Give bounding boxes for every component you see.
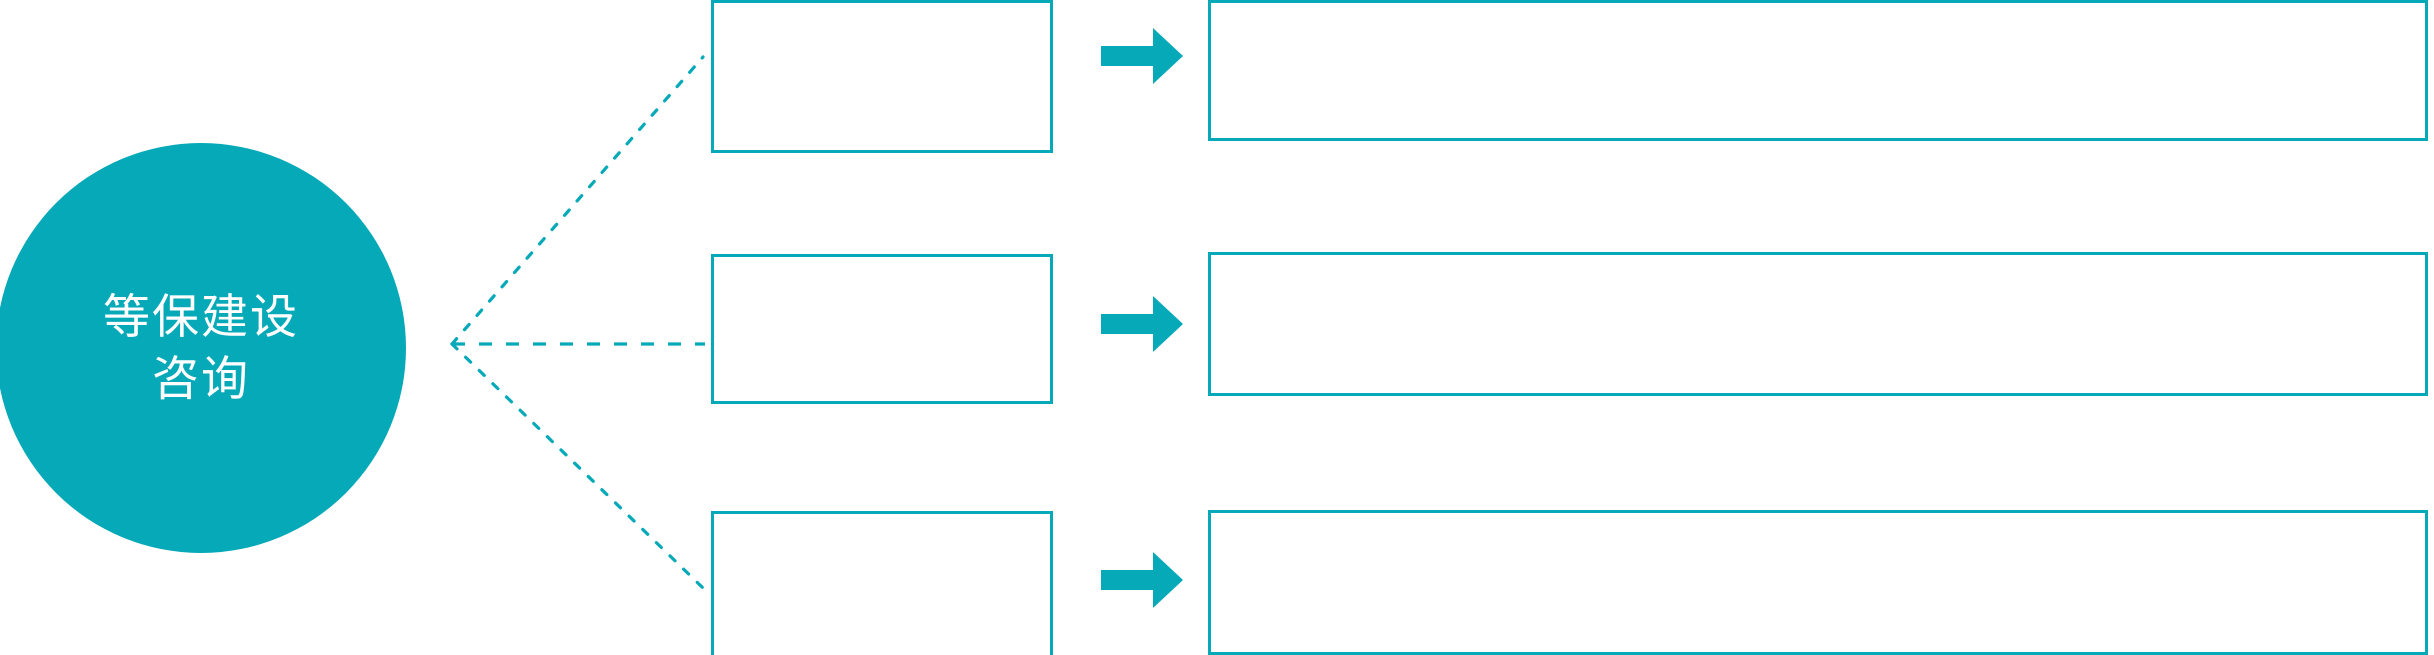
arrow-icon-3 [1101,552,1183,608]
detail-box-2[interactable] [1208,252,2428,396]
arrow-icon-1 [1101,28,1183,84]
connector-line-top [450,55,705,346]
detail-box-1[interactable] [1208,0,2428,141]
stage-box-3[interactable] [711,511,1053,655]
stage-box-2[interactable] [711,254,1053,404]
stage-box-1[interactable] [711,0,1053,153]
hub-label-line-1: 等保建设 [103,289,299,343]
detail-box-3[interactable] [1208,510,2428,655]
arrow-icon-2 [1101,296,1183,352]
hub-circle[interactable]: 等保建设 咨询 [0,143,406,553]
hub-label-line-2: 咨询 [152,352,250,405]
connector-line-bottom [450,342,705,590]
